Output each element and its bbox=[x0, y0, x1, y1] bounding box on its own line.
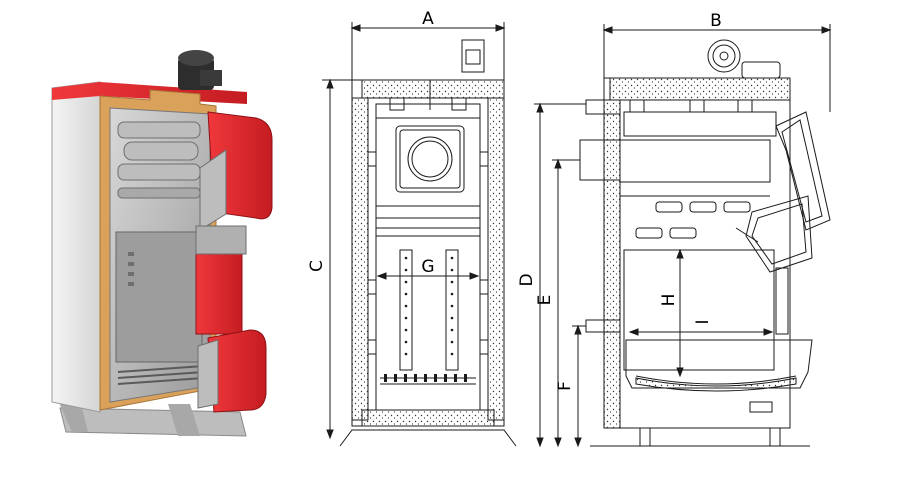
front-inspection-port bbox=[407, 136, 453, 182]
front-fan bbox=[429, 39, 485, 110]
dimension-h bbox=[676, 248, 684, 378]
front-outer-casing bbox=[351, 79, 505, 427]
dimension-c bbox=[322, 78, 352, 440]
front-grate-teeth bbox=[384, 374, 467, 382]
front-top-insulation bbox=[361, 79, 505, 99]
front-inner-body bbox=[375, 103, 481, 411]
side-tube-slots bbox=[635, 201, 751, 239]
front-plate-holes bbox=[404, 256, 454, 356]
upper-door bbox=[199, 111, 273, 231]
label-d: D bbox=[517, 273, 537, 286]
side-charging-door bbox=[745, 195, 813, 273]
side-back-insulation bbox=[603, 99, 621, 429]
side-view-drawing bbox=[534, 24, 832, 448]
boiler-cutaway-render bbox=[51, 50, 273, 437]
label-b: B bbox=[710, 11, 722, 31]
front-upper-door bbox=[395, 125, 465, 193]
dimension-g bbox=[376, 272, 480, 280]
dimension-d bbox=[534, 102, 586, 448]
label-i: I bbox=[693, 319, 713, 324]
heat-exchanger-tubes bbox=[117, 121, 201, 199]
side-ash-drawer bbox=[625, 339, 813, 389]
firebox-wall bbox=[115, 231, 203, 363]
front-right-insulation bbox=[487, 97, 505, 421]
side-ash-bed bbox=[635, 377, 797, 392]
dimension-i bbox=[628, 328, 774, 336]
fan-icon bbox=[178, 50, 222, 90]
air-slots bbox=[128, 252, 134, 286]
front-side-lugs bbox=[367, 151, 489, 355]
ash-drawer-handle bbox=[749, 401, 773, 413]
front-view-drawing bbox=[322, 22, 517, 447]
label-f: F bbox=[555, 381, 575, 391]
boiler-base bbox=[58, 400, 247, 437]
front-grate-plate-right bbox=[445, 249, 459, 371]
dimension-b bbox=[602, 24, 832, 112]
dimension-e bbox=[552, 158, 580, 448]
side-upper-door bbox=[775, 111, 831, 231]
flue-outlet-top bbox=[585, 99, 621, 115]
lower-door bbox=[197, 329, 267, 413]
dimension-f bbox=[572, 324, 586, 448]
label-h: H bbox=[659, 294, 679, 307]
front-left-insulation bbox=[351, 97, 369, 421]
side-fan bbox=[707, 39, 781, 79]
side-firebox bbox=[623, 249, 775, 371]
side-heat-exchanger bbox=[623, 111, 777, 137]
label-c: C bbox=[307, 260, 327, 272]
casing-side bbox=[51, 81, 101, 413]
grate bbox=[117, 365, 205, 385]
label-a: A bbox=[422, 9, 434, 29]
label-g: G bbox=[421, 257, 434, 277]
front-grate-plate-left bbox=[399, 249, 413, 371]
side-top-insulation bbox=[609, 77, 791, 101]
dimension-a bbox=[350, 22, 506, 80]
middle-panel bbox=[195, 225, 247, 335]
side-outer-casing bbox=[603, 77, 791, 429]
label-e: E bbox=[535, 295, 555, 306]
